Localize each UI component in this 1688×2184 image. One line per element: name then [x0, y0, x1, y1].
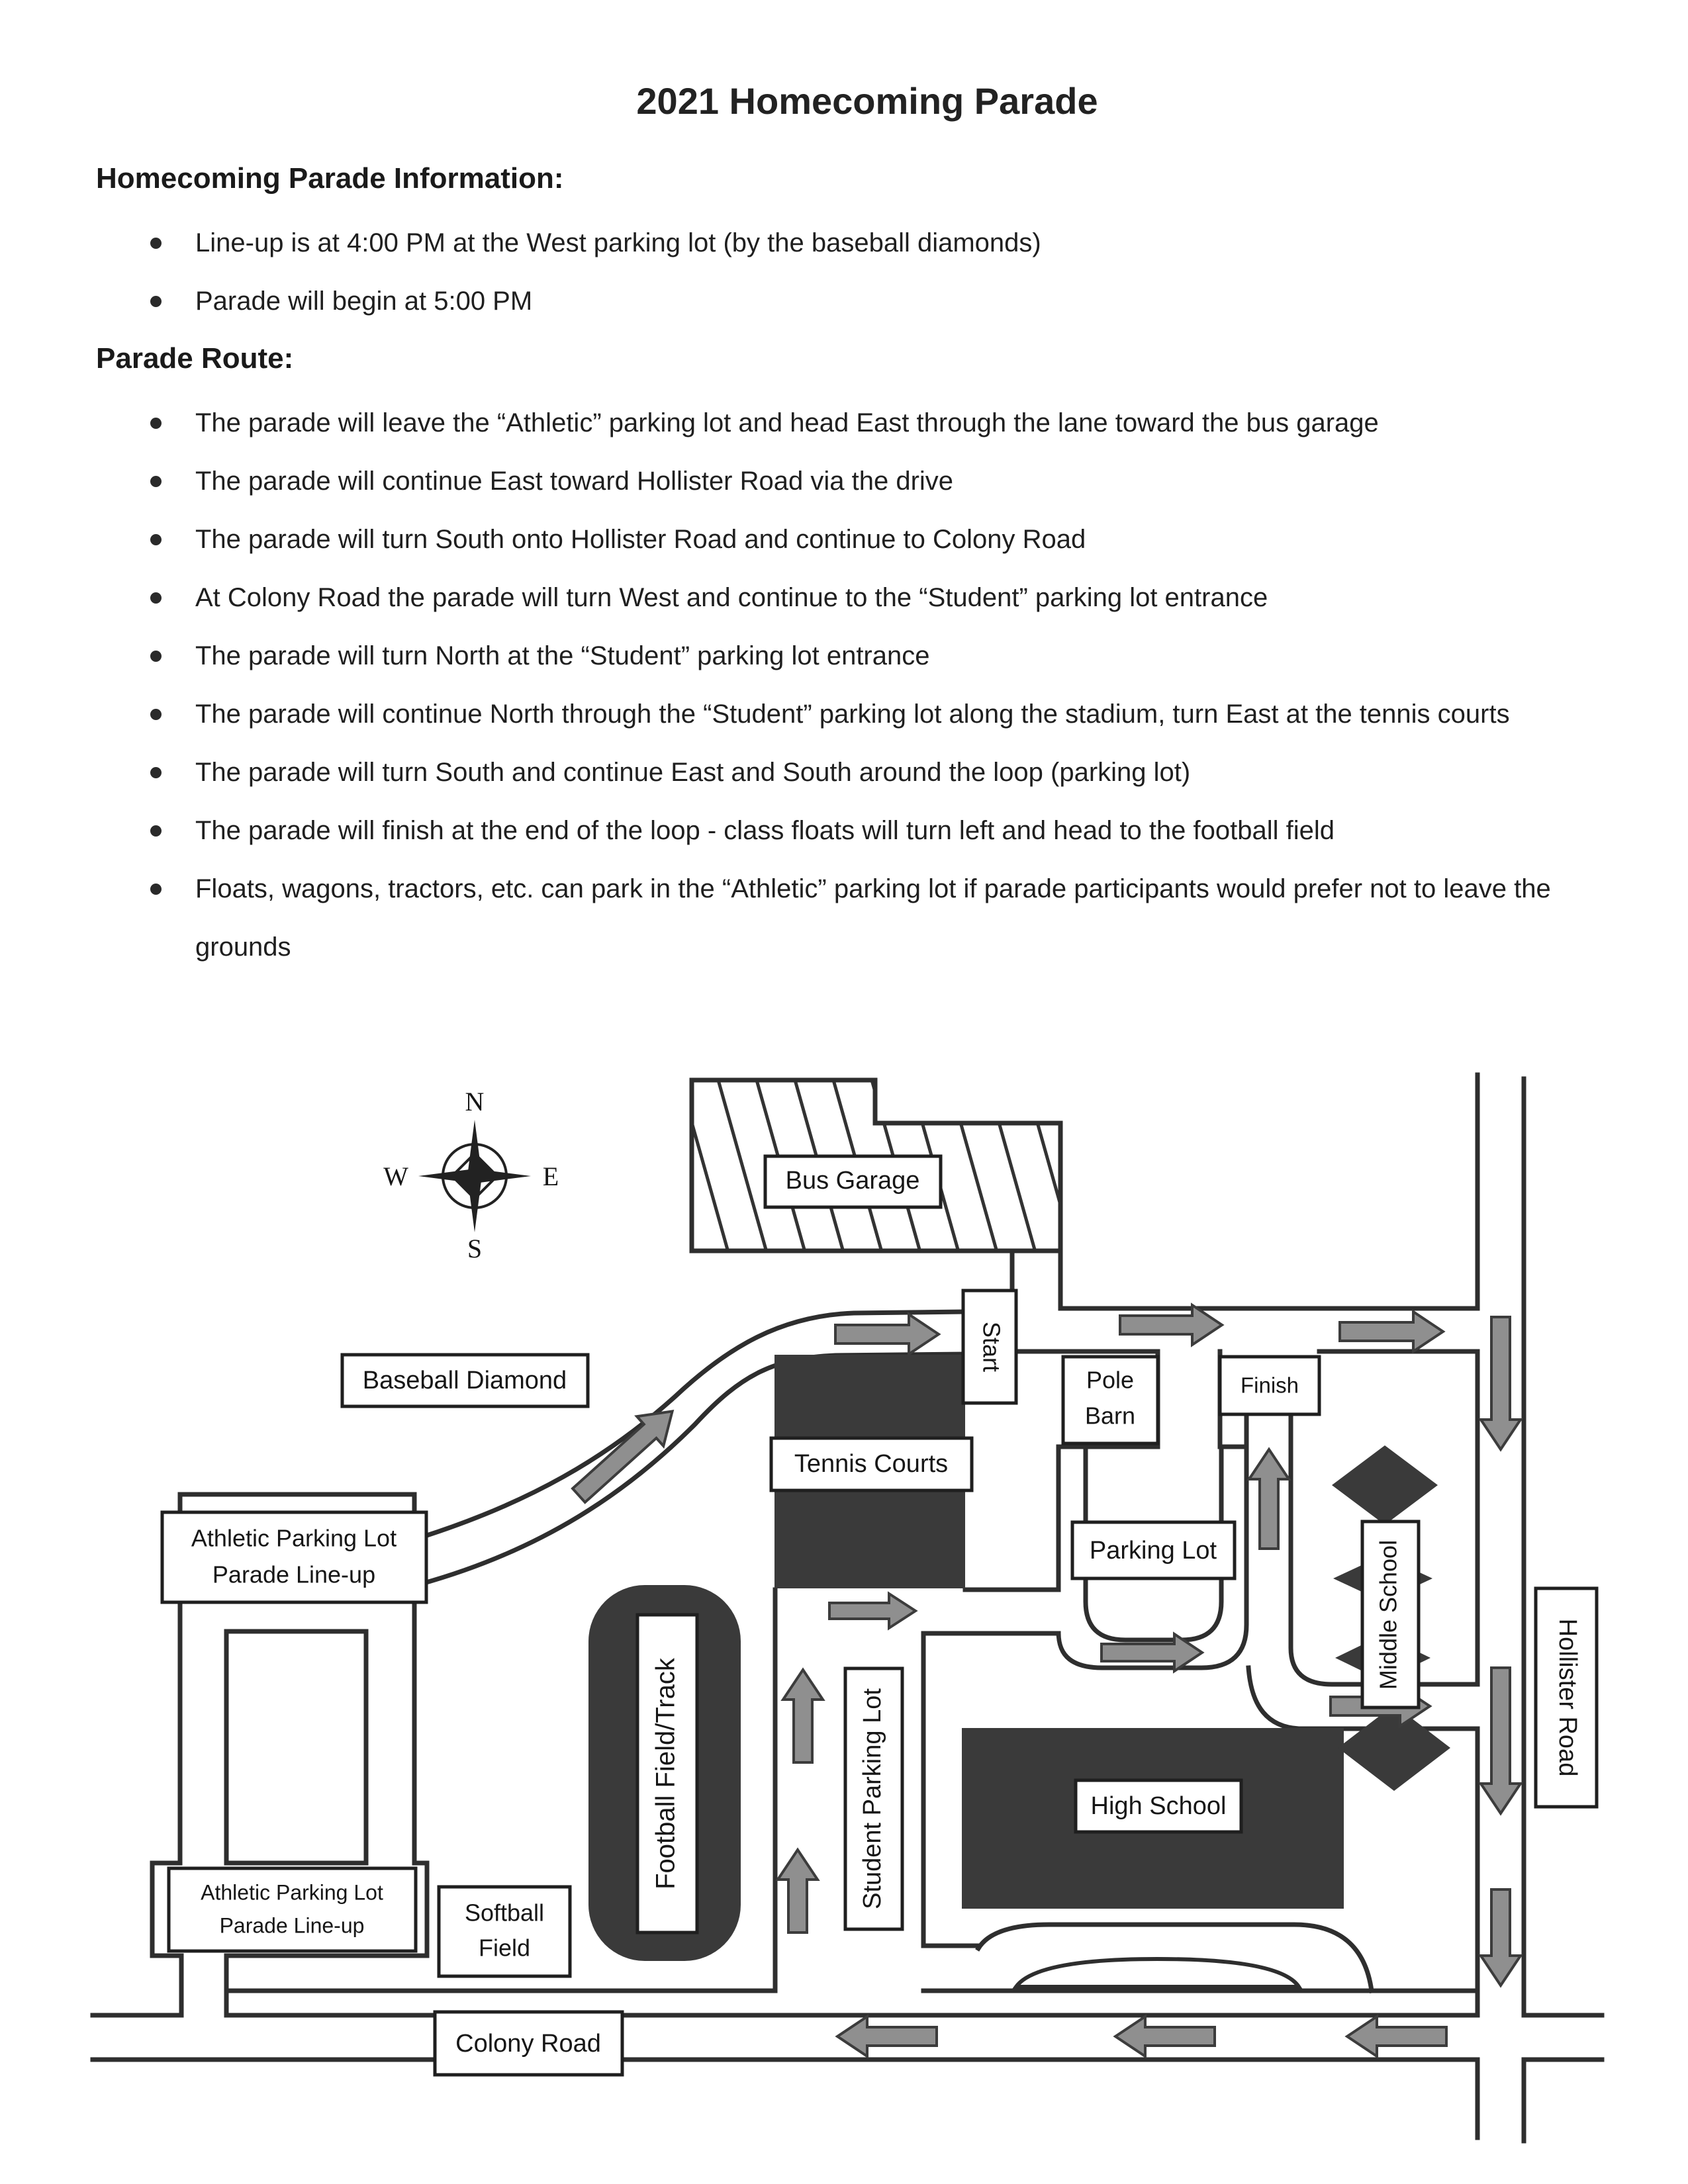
list-item: The parade will turn South and continue …: [150, 743, 1638, 801]
tennis-courts-label-box: [769, 1436, 974, 1492]
arrow-east-tennis: [828, 1591, 918, 1631]
route-heading: Parade Route:: [96, 342, 294, 375]
arrow-north-student-2: [780, 1667, 825, 1764]
arrow-east-before-start: [834, 1312, 941, 1357]
list-item: Floats, wagons, tractors, etc. can park …: [150, 860, 1638, 976]
baseball-diamond-label: Baseball Diamond: [363, 1367, 567, 1394]
football-label: Football Field/Track: [651, 1657, 680, 1889]
hollister-label-box: [1534, 1586, 1599, 1809]
finish-label: Finish: [1241, 1373, 1299, 1398]
parking-lot-label: Parking Lot: [1090, 1537, 1217, 1565]
campus-roads: [90, 1072, 1605, 2144]
document-text: 2021 Homecoming Parade Homecoming Parade…: [96, 79, 1638, 988]
list-item: The parade will leave the “Athletic” par…: [150, 394, 1638, 452]
list-item: Line-up is at 4:00 PM at the West parkin…: [150, 214, 1638, 272]
tennis-courts-label: Tennis Courts: [794, 1450, 948, 1478]
colony-label-box: [433, 2010, 624, 2077]
softball-label-box: [437, 1885, 572, 1978]
middle-school-label-box: [1360, 1520, 1421, 1709]
pole-barn-label-2: Barn: [1085, 1402, 1135, 1430]
softball-label-1: Softball: [465, 1899, 544, 1927]
pole-barn-label-box: [1061, 1355, 1160, 1445]
info-list: Line-up is at 4:00 PM at the West parkin…: [96, 214, 1638, 330]
bus-garage-label: Bus Garage: [786, 1167, 920, 1195]
arrow-south-hollister-2: [1478, 1666, 1523, 1816]
list-item: The parade will turn North at the “Stude…: [150, 627, 1638, 685]
student-parking-label-box: [843, 1666, 904, 1931]
compass-s: S: [467, 1234, 482, 1263]
compass-e: E: [543, 1161, 559, 1191]
hollister-label: Hollister Road: [1554, 1619, 1581, 1777]
list-item: Parade will begin at 5:00 PM: [150, 272, 1638, 330]
high-school-label-box: [1074, 1778, 1243, 1834]
parking-lot-label-box: [1070, 1520, 1237, 1580]
arrow-east-lane-1: [1119, 1302, 1225, 1347]
arrow-north-finish: [1246, 1447, 1291, 1550]
athletic-lower-label-1: Athletic Parking Lot: [201, 1880, 383, 1904]
route-arrows: [571, 1302, 1523, 2059]
athletic-upper-label-box: [160, 1510, 428, 1604]
athletic-lower-label-box: [167, 1866, 418, 1953]
map-labels: Start Baseball Diamond Tennis Courts Pol…: [160, 1289, 1599, 2077]
athletic-lower-label-2: Parade Line-up: [220, 1913, 365, 1937]
arrow-west-colony-3: [835, 2014, 938, 2059]
arrow-west-colony-1: [1344, 2014, 1448, 2059]
athletic-upper-label-1: Athletic Parking Lot: [191, 1525, 397, 1552]
compass-n: N: [465, 1087, 485, 1116]
page-title: 2021 Homecoming Parade: [636, 80, 1098, 122]
student-parking-label: Student Parking Lot: [859, 1688, 886, 1909]
finish-label-box: [1218, 1355, 1321, 1416]
compass-w: W: [383, 1161, 408, 1191]
pole-barn-label-1: Pole: [1086, 1367, 1134, 1394]
compass-rose-icon: N E S W: [383, 1087, 559, 1263]
list-item: The parade will continue East toward Hol…: [150, 452, 1638, 510]
start-label-box: [961, 1289, 1018, 1405]
football-label-box: [635, 1613, 699, 1934]
arrow-drive-northeast: [571, 1410, 675, 1504]
list-item: The parade will turn South onto Holliste…: [150, 510, 1638, 569]
athletic-upper-label-2: Parade Line-up: [212, 1561, 375, 1588]
arrow-south-hollister-3: [1478, 1888, 1523, 1988]
colony-label: Colony Road: [455, 2030, 601, 2058]
route-list: The parade will leave the “Athletic” par…: [96, 394, 1638, 976]
list-item: The parade will continue North through t…: [150, 685, 1638, 743]
arrow-north-student-1: [775, 1847, 820, 1934]
arrow-south-hollister-1: [1478, 1316, 1523, 1452]
list-item: The parade will finish at the end of the…: [150, 801, 1638, 860]
start-label: Start: [978, 1322, 1005, 1372]
high-school-label: High School: [1091, 1792, 1227, 1820]
arrow-east-loop-bottom: [1100, 1631, 1205, 1674]
info-heading: Homecoming Parade Information:: [96, 162, 564, 195]
arrow-west-colony-2: [1113, 2014, 1216, 2059]
middle-school-label: Middle School: [1375, 1540, 1402, 1690]
baseball-diamond-label-box: [340, 1353, 590, 1408]
arrow-east-lane-2: [1338, 1309, 1446, 1354]
bus-garage-label-box: [763, 1154, 943, 1209]
softball-label-2: Field: [479, 1934, 530, 1962]
bus-garage-building: Bus Garage: [689, 1077, 1063, 1253]
list-item: At Colony Road the parade will turn West…: [150, 569, 1638, 627]
